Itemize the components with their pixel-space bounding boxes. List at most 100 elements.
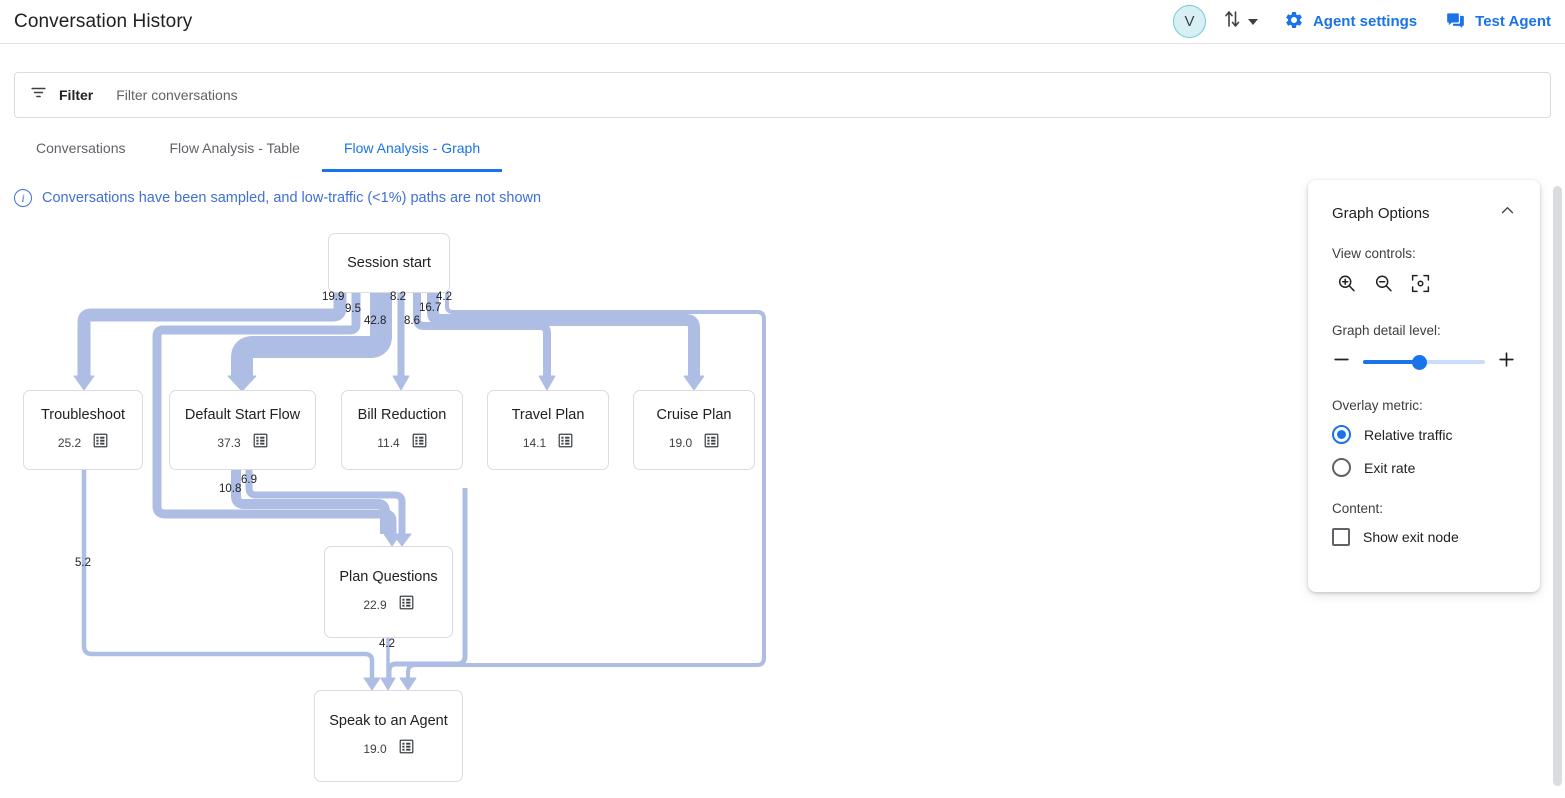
chevron-down-icon <box>1247 18 1258 25</box>
checkbox-label: Show exit node <box>1363 529 1459 545</box>
node-value: 25.2 <box>57 436 82 450</box>
vertical-scrollbar-thumb[interactable] <box>1553 186 1562 786</box>
tab-flow-analysis-table[interactable]: Flow Analysis - Table <box>169 140 300 156</box>
graph-options-header: Graph Options <box>1332 202 1516 224</box>
radio-label: Relative traffic <box>1364 426 1453 443</box>
sort-control[interactable] <box>1224 9 1258 34</box>
agent-settings-label: Agent settings <box>1312 13 1418 30</box>
chevron-up-icon[interactable] <box>1499 202 1516 224</box>
table-icon[interactable] <box>399 595 414 615</box>
radio-button[interactable] <box>1332 458 1351 477</box>
edge-label: 10.8 <box>219 483 242 495</box>
filter-icon <box>29 83 48 107</box>
filter-input[interactable]: Filter conversations <box>116 87 238 103</box>
node-meta: 19.0 <box>669 433 719 453</box>
tab-conversations[interactable]: Conversations <box>36 140 126 156</box>
sampling-notice-text: Conversations have been sampled, and low… <box>42 190 542 206</box>
zoom-out-icon[interactable] <box>1373 273 1394 299</box>
overlay-metric-section: Overlay metric: Relative traffic Exit ra… <box>1332 398 1516 477</box>
header-actions: V Agent settings <box>1172 0 1565 44</box>
avatar[interactable]: V <box>1172 5 1206 38</box>
detail-level-label: Graph detail level: <box>1332 323 1441 338</box>
zoom-in-icon[interactable] <box>1336 273 1357 299</box>
view-controls-section: View controls: <box>1332 246 1516 299</box>
node-meta: 22.9 <box>363 595 414 615</box>
page-title: Conversation History <box>14 10 193 32</box>
radio-exit-rate[interactable]: Exit rate <box>1332 458 1516 477</box>
graph-node-troubleshoot[interactable]: Troubleshoot 25.2 <box>23 390 143 470</box>
radio-button[interactable] <box>1332 425 1351 444</box>
overlay-metric-label: Overlay metric: <box>1332 398 1423 413</box>
node-meta: 19.0 <box>363 739 414 759</box>
app-header: Conversation History V Agent settings <box>0 0 1565 44</box>
table-icon[interactable] <box>704 433 719 453</box>
flow-graph-canvas[interactable]: Session start Troubleshoot 25.2 Default … <box>0 216 1530 798</box>
graph-options-panel: Graph Options View controls: <box>1308 180 1540 592</box>
node-meta: 11.4 <box>377 433 427 453</box>
node-value: 19.0 <box>363 742 387 756</box>
table-icon[interactable] <box>93 433 108 453</box>
info-icon: i <box>14 189 32 207</box>
graph-node-default-start-flow[interactable]: Default Start Flow 37.3 <box>169 390 316 470</box>
node-label: Bill Reduction <box>357 407 447 423</box>
edge-label: 8.6 <box>404 315 420 327</box>
graph-node-speak-to-an-agent[interactable]: Speak to an Agent 19.0 <box>314 690 463 782</box>
edge-label: 5.2 <box>75 557 91 569</box>
radio-inner-dot <box>1337 430 1346 439</box>
node-value: 22.9 <box>363 598 387 612</box>
graph-node-session-start[interactable]: Session start <box>328 233 450 293</box>
test-agent-button[interactable]: Test Agent <box>1445 10 1551 34</box>
content-label: Content: <box>1332 501 1384 516</box>
graph-node-travel-plan[interactable]: Travel Plan 14.1 <box>487 390 609 470</box>
slider-thumb[interactable] <box>1412 354 1428 370</box>
fit-to-screen-icon[interactable] <box>1410 273 1431 299</box>
edge-label: 19.9 <box>322 291 345 303</box>
view-controls-group <box>1332 273 1516 299</box>
graph-node-cruise-plan[interactable]: Cruise Plan 19.0 <box>633 390 755 470</box>
table-icon[interactable] <box>558 433 573 453</box>
graph-node-bill-reduction[interactable]: Bill Reduction 11.4 <box>341 390 463 470</box>
checkbox-show-exit-node[interactable]: Show exit node <box>1332 528 1516 546</box>
slider-fill <box>1363 360 1420 364</box>
node-value: 11.4 <box>377 436 400 450</box>
flow-graph-edges <box>73 293 766 691</box>
node-label: Travel Plan <box>511 407 585 423</box>
minus-icon[interactable] <box>1332 350 1351 374</box>
detail-level-section: Graph detail level: <box>1332 323 1516 374</box>
agent-settings-button[interactable]: Agent settings <box>1284 10 1417 34</box>
gear-icon <box>1284 10 1304 34</box>
chat-bubble-icon <box>1445 10 1466 34</box>
radio-relative-traffic[interactable]: Relative traffic <box>1332 425 1516 444</box>
node-meta: 37.3 <box>217 433 268 453</box>
node-meta: 14.1 <box>523 433 573 453</box>
detail-level-slider[interactable] <box>1363 354 1485 370</box>
node-label: Troubleshoot <box>40 407 126 423</box>
node-label: Session start <box>347 255 431 271</box>
node-meta: 25.2 <box>58 433 108 453</box>
table-icon[interactable] <box>253 433 268 453</box>
edge-label: 42.8 <box>364 315 387 327</box>
graph-node-plan-questions[interactable]: Plan Questions 22.9 <box>324 546 453 638</box>
filter-label: Filter <box>59 87 94 103</box>
checkbox[interactable] <box>1332 528 1350 546</box>
node-label: Cruise Plan <box>656 407 732 423</box>
node-label: Speak to an Agent <box>329 713 448 729</box>
tab-flow-analysis-graph[interactable]: Flow Analysis - Graph <box>321 134 503 172</box>
edge-label: 4.2 <box>436 291 452 303</box>
filter-bar[interactable]: Filter Filter conversations <box>14 72 1551 118</box>
plus-icon[interactable] <box>1497 350 1516 374</box>
edge-label: 6.9 <box>241 474 257 486</box>
view-controls-label: View controls: <box>1332 246 1416 261</box>
edge-label: 4.2 <box>379 638 395 650</box>
edge-label: 8.2 <box>390 291 406 303</box>
tab-bar: Conversations Flow Analysis - Table Flow… <box>0 134 1565 176</box>
table-icon[interactable] <box>412 433 427 453</box>
graph-options-title: Graph Options <box>1332 204 1430 222</box>
sort-arrows-icon <box>1224 9 1241 34</box>
edge-label: 16.7 <box>419 302 442 314</box>
table-icon[interactable] <box>399 739 414 759</box>
node-value: 37.3 <box>217 436 241 450</box>
sampling-notice: i Conversations have been sampled, and l… <box>14 189 541 207</box>
node-value: 14.1 <box>522 436 547 450</box>
node-label: Default Start Flow <box>184 407 301 423</box>
